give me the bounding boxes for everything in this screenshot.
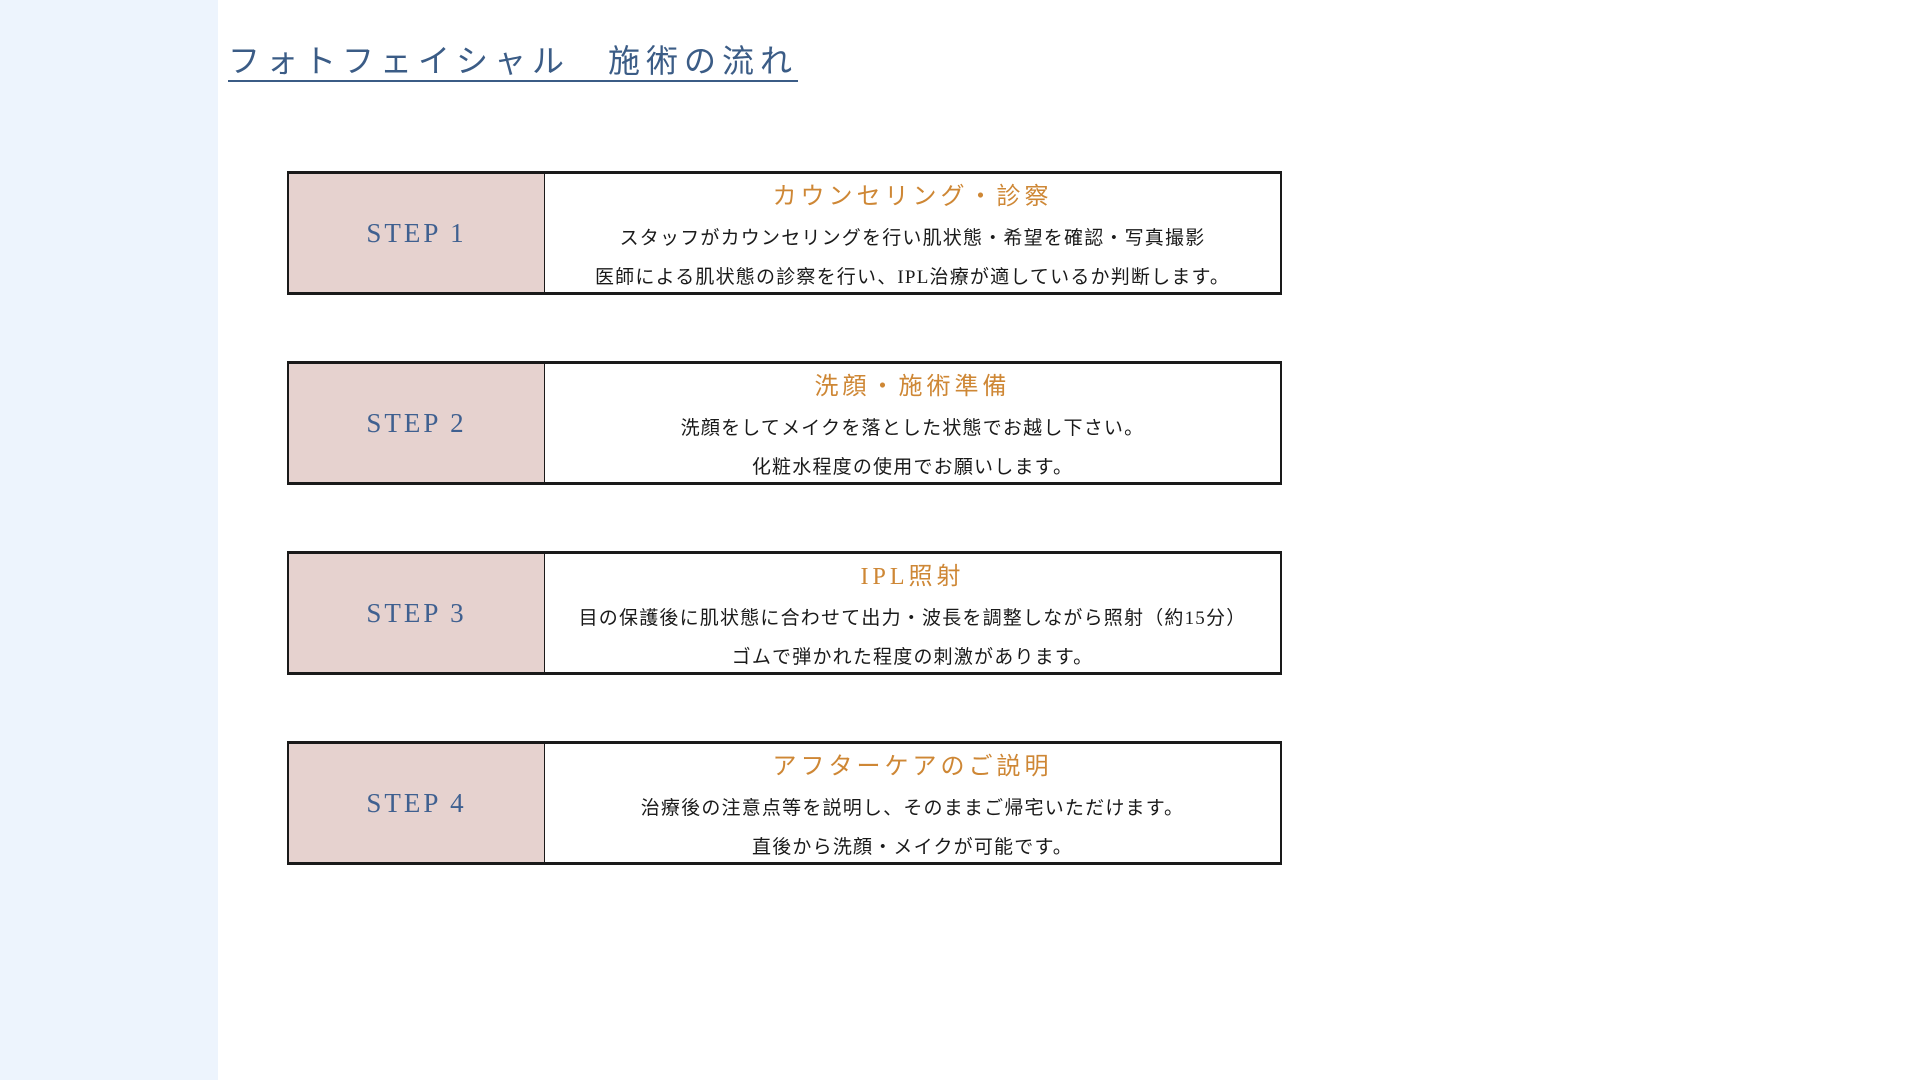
step-row-2: STEP 2 洗顔・施術準備 洗顔をしてメイクを落とした状態でお越し下さい。 化… (287, 361, 1282, 485)
step-heading-4: アフターケアのご説明 (772, 754, 1053, 780)
step-label-cell-3: STEP 3 (289, 554, 545, 672)
step-label-cell-4: STEP 4 (289, 744, 545, 862)
step-row-1: STEP 1 カウンセリング・診察 スタッフがカウンセリングを行い肌状態・希望を… (287, 171, 1282, 295)
step-line-3-1: 目の保護後に肌状態に合わせて出力・波長を調整しながら照射（約15分） (578, 608, 1247, 630)
step-line-4-1: 治療後の注意点等を説明し、そのままご帰宅いただけます。 (640, 798, 1185, 820)
step-label-4: STEP 4 (366, 787, 467, 818)
step-body-cell-2: 洗顔・施術準備 洗顔をしてメイクを落とした状態でお越し下さい。 化粧水程度の使用… (545, 364, 1280, 482)
step-label-cell-1: STEP 1 (289, 174, 545, 292)
document-sheet: フォトフェイシャル 施術の流れ STEP 1 カウンセリング・診察 スタッフがカ… (218, 0, 1920, 1080)
step-body-cell-3: IPL照射 目の保護後に肌状態に合わせて出力・波長を調整しながら照射（約15分）… (545, 554, 1280, 672)
step-line-1-1: スタッフがカウンセリングを行い肌状態・希望を確認・写真撮影 (619, 228, 1206, 250)
step-label-3: STEP 3 (366, 597, 467, 628)
step-row-4: STEP 4 アフターケアのご説明 治療後の注意点等を説明し、そのままご帰宅いた… (287, 741, 1282, 865)
step-body-cell-1: カウンセリング・診察 スタッフがカウンセリングを行い肌状態・希望を確認・写真撮影… (545, 174, 1280, 292)
step-body-cell-4: アフターケアのご説明 治療後の注意点等を説明し、そのままご帰宅いただけます。 直… (545, 744, 1280, 862)
step-heading-3: IPL照射 (860, 564, 965, 590)
page-title: フォトフェイシャル 施術の流れ (228, 43, 799, 79)
step-line-3-2: ゴムで弾かれた程度の刺激があります。 (731, 646, 1094, 668)
step-line-2-1: 洗顔をしてメイクを落とした状態でお越し下さい。 (680, 418, 1145, 440)
step-row-3: STEP 3 IPL照射 目の保護後に肌状態に合わせて出力・波長を調整しながら照… (287, 551, 1282, 675)
step-line-1-2: 医師による肌状態の診察を行い、IPL治療が適しているか判断します。 (594, 266, 1231, 288)
step-label-1: STEP 1 (366, 217, 467, 248)
step-label-2: STEP 2 (366, 407, 467, 438)
step-heading-2: 洗顔・施術準備 (814, 374, 1011, 400)
step-heading-1: カウンセリング・診察 (772, 184, 1053, 210)
step-line-2-2: 化粧水程度の使用でお願いします。 (751, 456, 1074, 478)
step-flow-list: STEP 1 カウンセリング・診察 スタッフがカウンセリングを行い肌状態・希望を… (287, 171, 1282, 865)
step-line-4-2: 直後から洗顔・メイクが可能です。 (752, 836, 1073, 858)
step-label-cell-2: STEP 2 (289, 364, 545, 482)
